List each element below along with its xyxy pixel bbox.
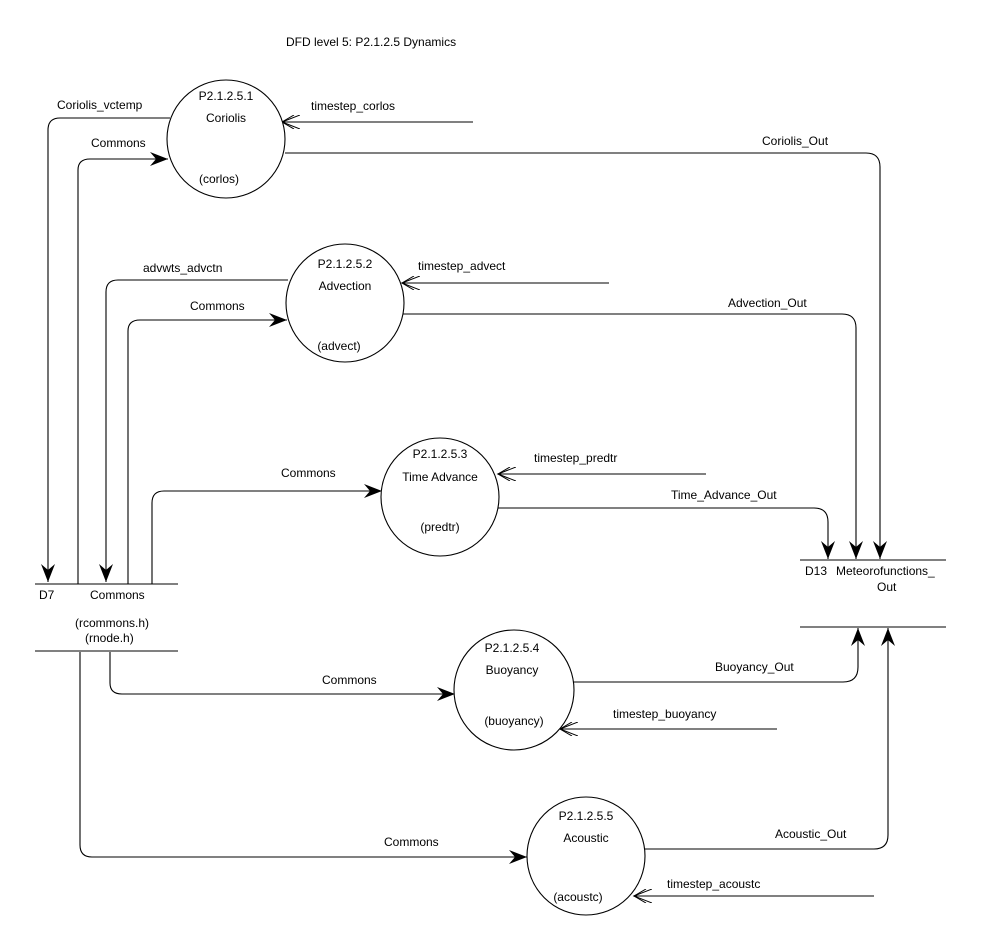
flow-buoyancy-out xyxy=(573,628,865,683)
process-advection-id: P2.1.2.5.2 xyxy=(318,257,373,271)
process-time-advance-id: P2.1.2.5.3 xyxy=(413,447,468,461)
flow-label-timestep-corlos: timestep_corlos xyxy=(311,99,395,113)
flow-commons-advection xyxy=(127,313,287,584)
process-acoustic-id: P2.1.2.5.5 xyxy=(559,809,614,823)
flow-label-commons-time-advance: Commons xyxy=(281,466,336,480)
data-store-d7: D7 Commons (rcommons.h) (rnode.h) xyxy=(35,583,178,652)
flow-acoustic-out xyxy=(645,628,895,850)
store-d7-file-2: (rnode.h) xyxy=(85,631,134,645)
process-advection-code: (advect) xyxy=(317,339,360,353)
flow-label-acoustic-out: Acoustic_Out xyxy=(775,827,847,841)
flow-commons-buoyancy xyxy=(109,652,455,701)
flow-label-commons-acoustic: Commons xyxy=(384,835,439,849)
flow-advwts-advctn xyxy=(99,279,288,582)
flow-advection-out xyxy=(403,313,863,559)
flow-label-timestep-predtr: timestep_predtr xyxy=(534,451,617,465)
flow-label-time-advance-out: Time_Advance_Out xyxy=(671,488,777,502)
process-buoyancy-name: Buoyancy xyxy=(486,663,539,677)
process-time-advance-code: (predtr) xyxy=(420,520,459,534)
process-advection: P2.1.2.5.2 Advection (advect) xyxy=(285,243,405,363)
process-coriolis: P2.1.2.5.1 Coriolis (corlos) xyxy=(166,79,286,199)
process-acoustic-name: Acoustic xyxy=(563,831,608,845)
store-d13-name-line1: Meteorofunctions_ xyxy=(836,564,935,578)
flow-label-coriolis-vctemp: Coriolis_vctemp xyxy=(57,98,143,112)
flow-label-timestep-buoyancy: timestep_buoyancy xyxy=(613,707,716,721)
data-store-d13: D13 Meteorofunctions_ Out xyxy=(800,559,946,628)
process-coriolis-name: Coriolis xyxy=(206,111,246,125)
flow-label-advection-out: Advection_Out xyxy=(728,296,807,310)
store-d13-id: D13 xyxy=(805,564,827,578)
process-buoyancy: P2.1.2.5.4 Buoyancy (buoyancy) xyxy=(453,629,575,751)
flow-coriolis-out xyxy=(285,152,887,559)
store-d7-name: Commons xyxy=(90,588,145,602)
flow-label-commons-buoyancy: Commons xyxy=(322,673,377,687)
process-buoyancy-id: P2.1.2.5.4 xyxy=(485,641,540,655)
process-time-advance: P2.1.2.5.3 Time Advance (predtr) xyxy=(380,437,500,557)
process-buoyancy-code: (buoyancy) xyxy=(484,714,543,728)
flow-label-timestep-acoustc: timestep_acoustc xyxy=(667,877,760,891)
flow-commons-coriolis xyxy=(77,152,168,584)
flow-time-advance-out xyxy=(498,507,835,559)
process-coriolis-code: (corlos) xyxy=(199,172,239,186)
process-coriolis-id: P2.1.2.5.1 xyxy=(199,89,254,103)
flow-commons-time-advance xyxy=(151,484,382,584)
flow-label-advwts-advctn: advwts_advctn xyxy=(143,261,222,275)
process-advection-name: Advection xyxy=(319,279,372,293)
flow-label-timestep-advect: timestep_advect xyxy=(418,259,506,273)
flow-label-commons-coriolis: Commons xyxy=(91,136,146,150)
process-acoustic-code: (acoustc) xyxy=(553,890,602,904)
flow-label-buoyancy-out: Buoyancy_Out xyxy=(715,660,794,674)
flow-label-coriolis-out: Coriolis_Out xyxy=(762,134,829,148)
store-d7-id: D7 xyxy=(39,588,55,602)
flow-label-commons-advection: Commons xyxy=(190,299,245,313)
flow-coriolis-vctemp xyxy=(41,117,170,582)
store-d7-file-1: (rcommons.h) xyxy=(75,616,149,630)
process-acoustic: P2.1.2.5.5 Acoustic (acoustc) xyxy=(526,796,646,916)
diagram-title: DFD level 5: P2.1.2.5 Dynamics xyxy=(286,35,456,49)
store-d13-name-line2: Out xyxy=(877,580,897,594)
process-time-advance-name: Time Advance xyxy=(402,470,478,484)
flow-commons-acoustic xyxy=(79,652,527,864)
